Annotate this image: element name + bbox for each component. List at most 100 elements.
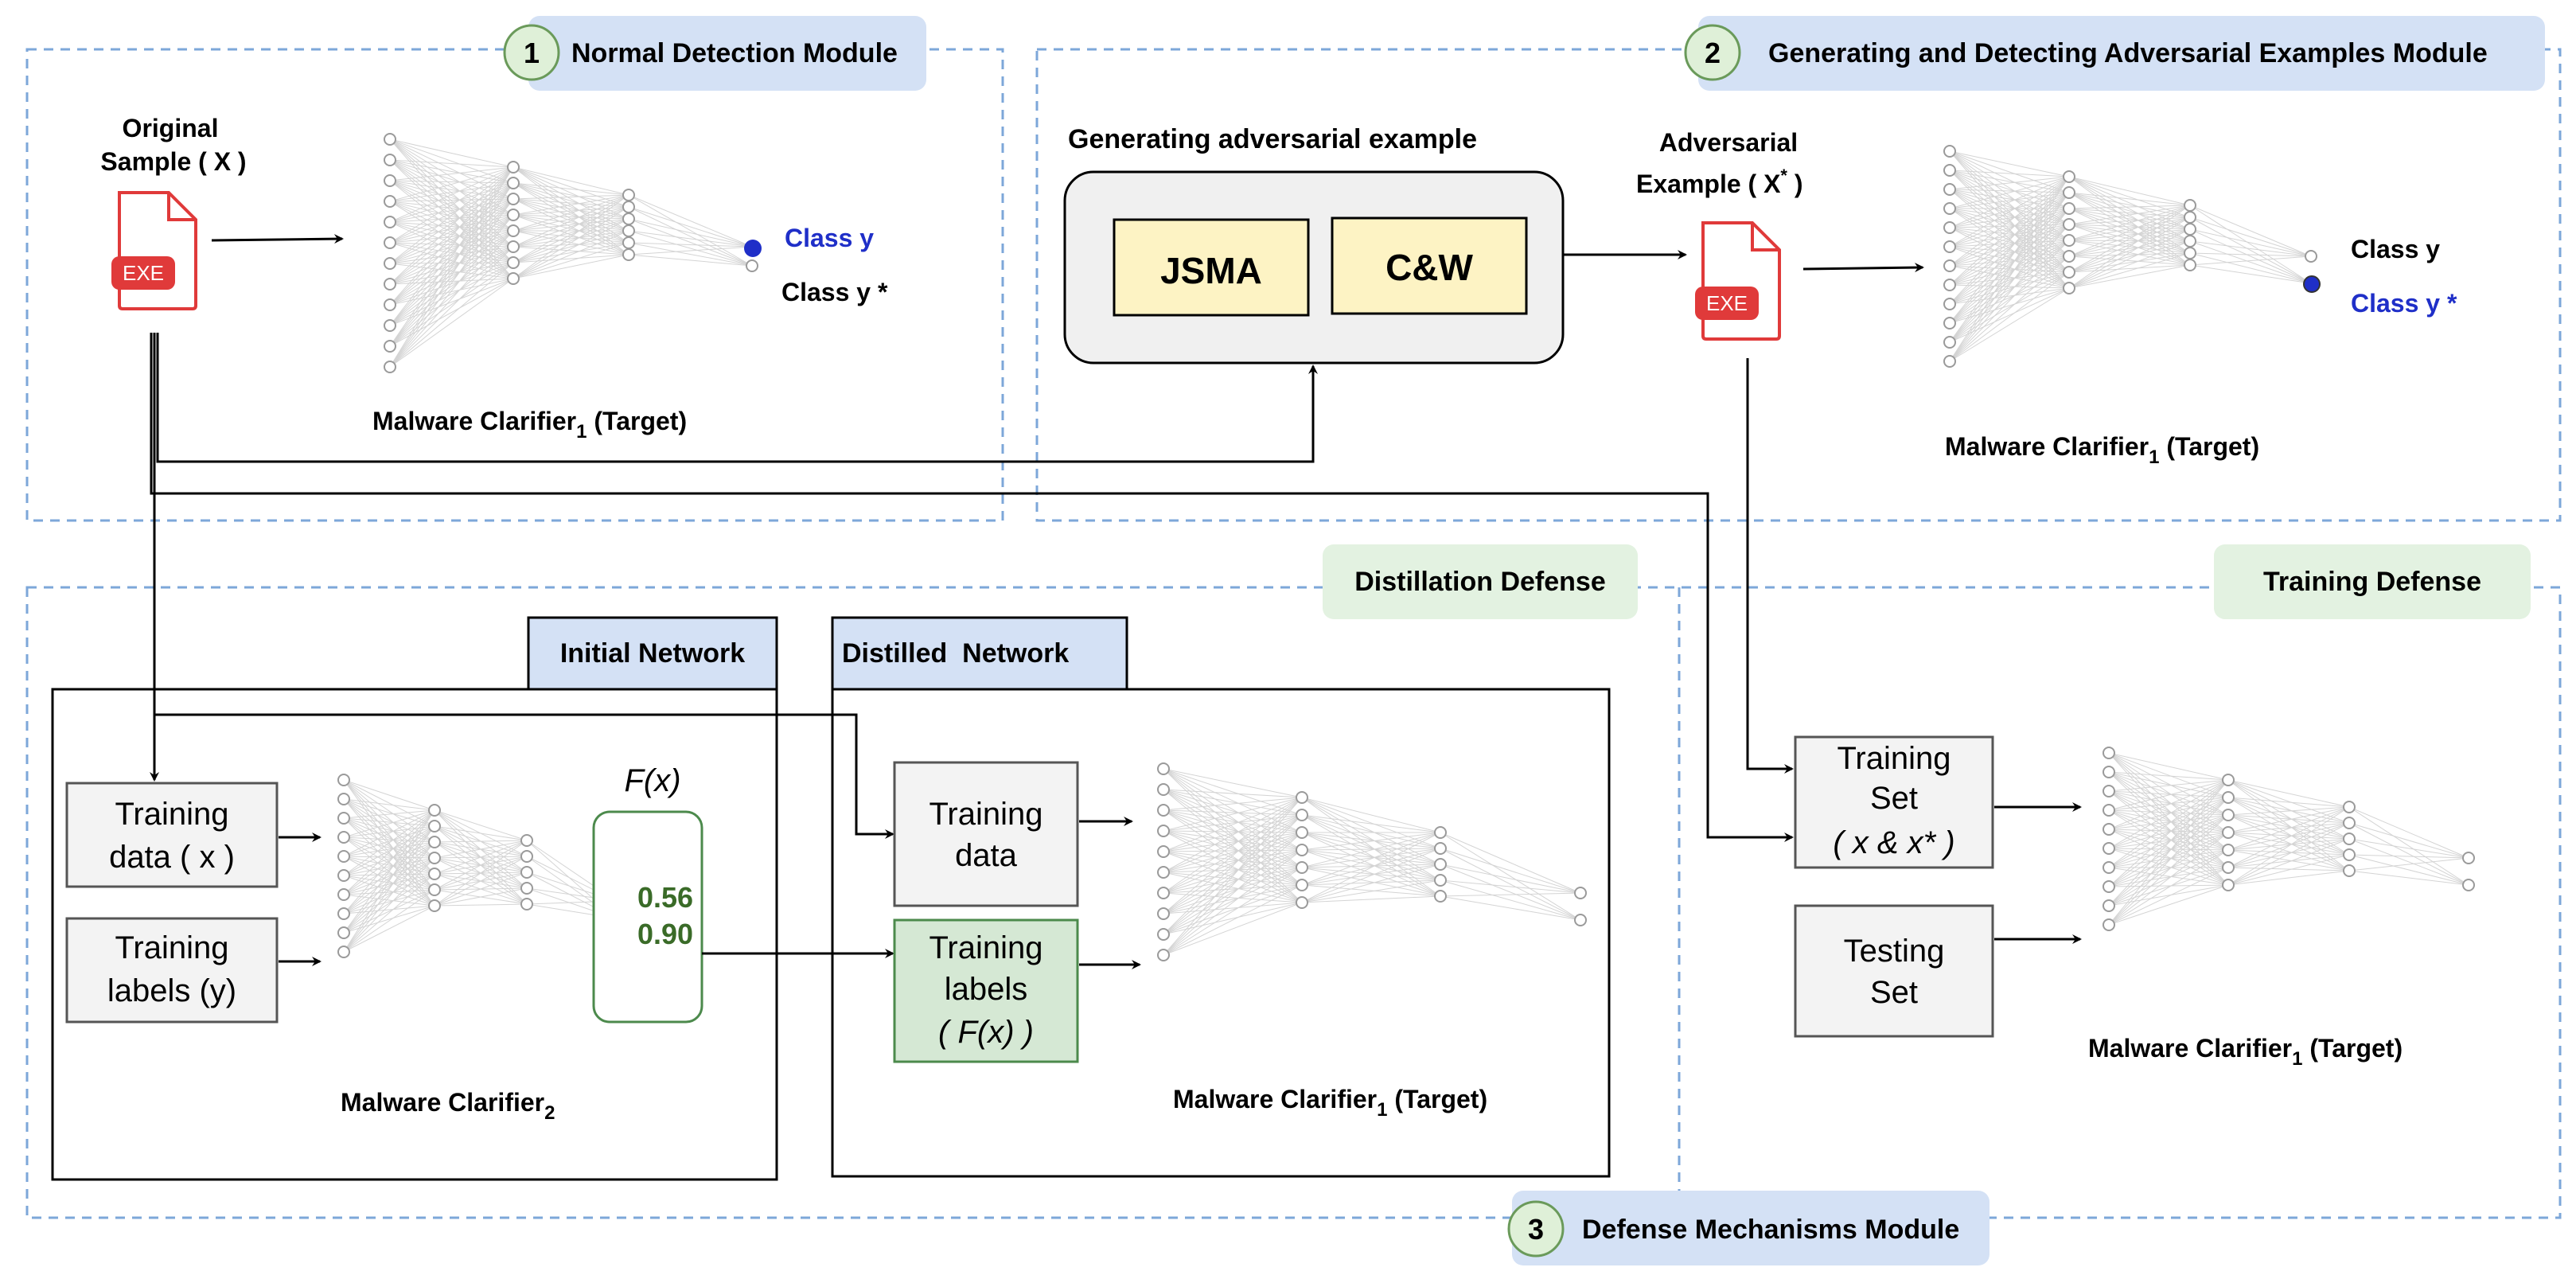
nn-edge xyxy=(1163,832,1303,914)
nn-edge xyxy=(2189,216,2312,257)
nn-edge xyxy=(2227,806,2350,833)
nn-edge xyxy=(1163,902,1303,935)
nn-edge xyxy=(2108,797,2229,811)
nn-edge xyxy=(2068,205,2191,225)
nn-edge xyxy=(2189,252,2312,257)
nn-edge xyxy=(2108,814,2229,907)
nn-node xyxy=(1943,202,1956,215)
nn-node xyxy=(2222,826,2235,839)
adversarial-label-line2: Example ( X* ) xyxy=(1636,166,1803,198)
nn-edge xyxy=(1440,895,1581,921)
nn-node xyxy=(1296,861,1308,874)
nn-edge xyxy=(2068,255,2191,266)
nn-node xyxy=(2222,861,2235,874)
nn-edge xyxy=(2108,849,2229,887)
nn-edge xyxy=(389,138,514,263)
nn-edge xyxy=(343,817,435,891)
nn-node xyxy=(2063,266,2075,279)
nn-edge xyxy=(2108,779,2229,887)
nn-node xyxy=(1157,928,1170,941)
nn-edge xyxy=(343,856,435,891)
nn-edge xyxy=(434,840,528,907)
nn-edge xyxy=(2108,779,2229,811)
nn-edge xyxy=(512,194,629,263)
nn-edge xyxy=(343,817,435,843)
training-defense-badge xyxy=(2214,544,2531,619)
nn-edge xyxy=(2108,809,2229,868)
nn-edge xyxy=(389,180,514,232)
nn-node xyxy=(2102,766,2115,778)
nn-edge xyxy=(389,138,514,232)
nn-edge xyxy=(389,278,514,306)
nn-node xyxy=(2184,199,2196,212)
nn-edge xyxy=(343,809,435,914)
adversarial-exe-file-icon: EXE xyxy=(1695,221,1781,341)
nn-edge xyxy=(2227,832,2350,856)
nn-node xyxy=(2184,235,2196,248)
nn-edge xyxy=(1163,849,1303,956)
module-3-badge xyxy=(1512,1191,1989,1265)
neural-net-top-right xyxy=(1943,145,2317,368)
nn-edge xyxy=(1949,224,2070,305)
nn-edge xyxy=(1301,797,1441,897)
nn-edge xyxy=(2068,240,2191,257)
nn-edge xyxy=(343,841,435,914)
connector-sample-to-generator xyxy=(156,333,1318,463)
nn-edge xyxy=(1949,150,2070,193)
nn-node xyxy=(2063,218,2075,231)
nn-edge xyxy=(2108,797,2229,849)
nn-edge xyxy=(1440,832,1581,894)
nn-edge xyxy=(1949,224,2070,228)
nn-node xyxy=(384,133,396,146)
nn-edge xyxy=(1163,814,1303,832)
nn-edge xyxy=(1301,832,1441,851)
nn-edge xyxy=(389,221,514,263)
nn-edge xyxy=(1949,192,2070,305)
nn-edge xyxy=(1949,208,2070,343)
nn-node xyxy=(428,804,441,817)
nn-edge xyxy=(2227,806,2350,886)
nn-node xyxy=(2343,817,2356,829)
fx-output-box xyxy=(592,810,703,1024)
nn-node xyxy=(2102,861,2115,874)
nn-edge xyxy=(2348,854,2469,886)
nn-node xyxy=(1157,762,1170,775)
nn-edge xyxy=(1163,789,1303,816)
nn-edge xyxy=(1163,814,1303,935)
nn-edge xyxy=(343,798,435,875)
nn-edge xyxy=(343,875,435,891)
nn-edge xyxy=(628,242,753,267)
nn-edge xyxy=(2108,867,2229,886)
nn-edge xyxy=(343,809,435,934)
training-data-line1: Training xyxy=(115,797,228,832)
module-1-number-circle xyxy=(503,24,560,81)
nn-edge xyxy=(389,180,514,248)
nn-node xyxy=(1157,907,1170,920)
nn-edge xyxy=(389,138,514,248)
nn-edge xyxy=(1949,208,2070,324)
neural-net-training-defense xyxy=(2102,747,2475,931)
nn-edge xyxy=(1949,170,2070,225)
class-y-label-2: Class y xyxy=(2351,235,2440,263)
nn-edge xyxy=(2068,228,2191,289)
distilled-training-labels-line3: ( F(x) ) xyxy=(938,1015,1034,1050)
nn-edge xyxy=(512,242,629,279)
nn-edge xyxy=(1949,227,2070,241)
nn-edge xyxy=(1163,789,1303,833)
nn-edge xyxy=(389,166,514,285)
jsma-label: JSMA xyxy=(1160,250,1262,291)
nn-edge xyxy=(2108,832,2229,887)
nn-edge xyxy=(343,798,435,843)
nn-node xyxy=(384,236,396,249)
nn-edge xyxy=(389,166,514,368)
fx-value-2: 0.90 xyxy=(637,918,693,950)
nn-edge xyxy=(1301,832,1441,897)
jsma-box xyxy=(1113,218,1310,317)
nn-node xyxy=(2222,809,2235,821)
nn-edge xyxy=(389,201,514,263)
nn-edge xyxy=(2068,208,2191,218)
nn-edge xyxy=(1301,848,1441,851)
nn-edge xyxy=(1949,271,2070,362)
nn-edge xyxy=(389,138,514,184)
nn-edge xyxy=(1163,851,1303,886)
